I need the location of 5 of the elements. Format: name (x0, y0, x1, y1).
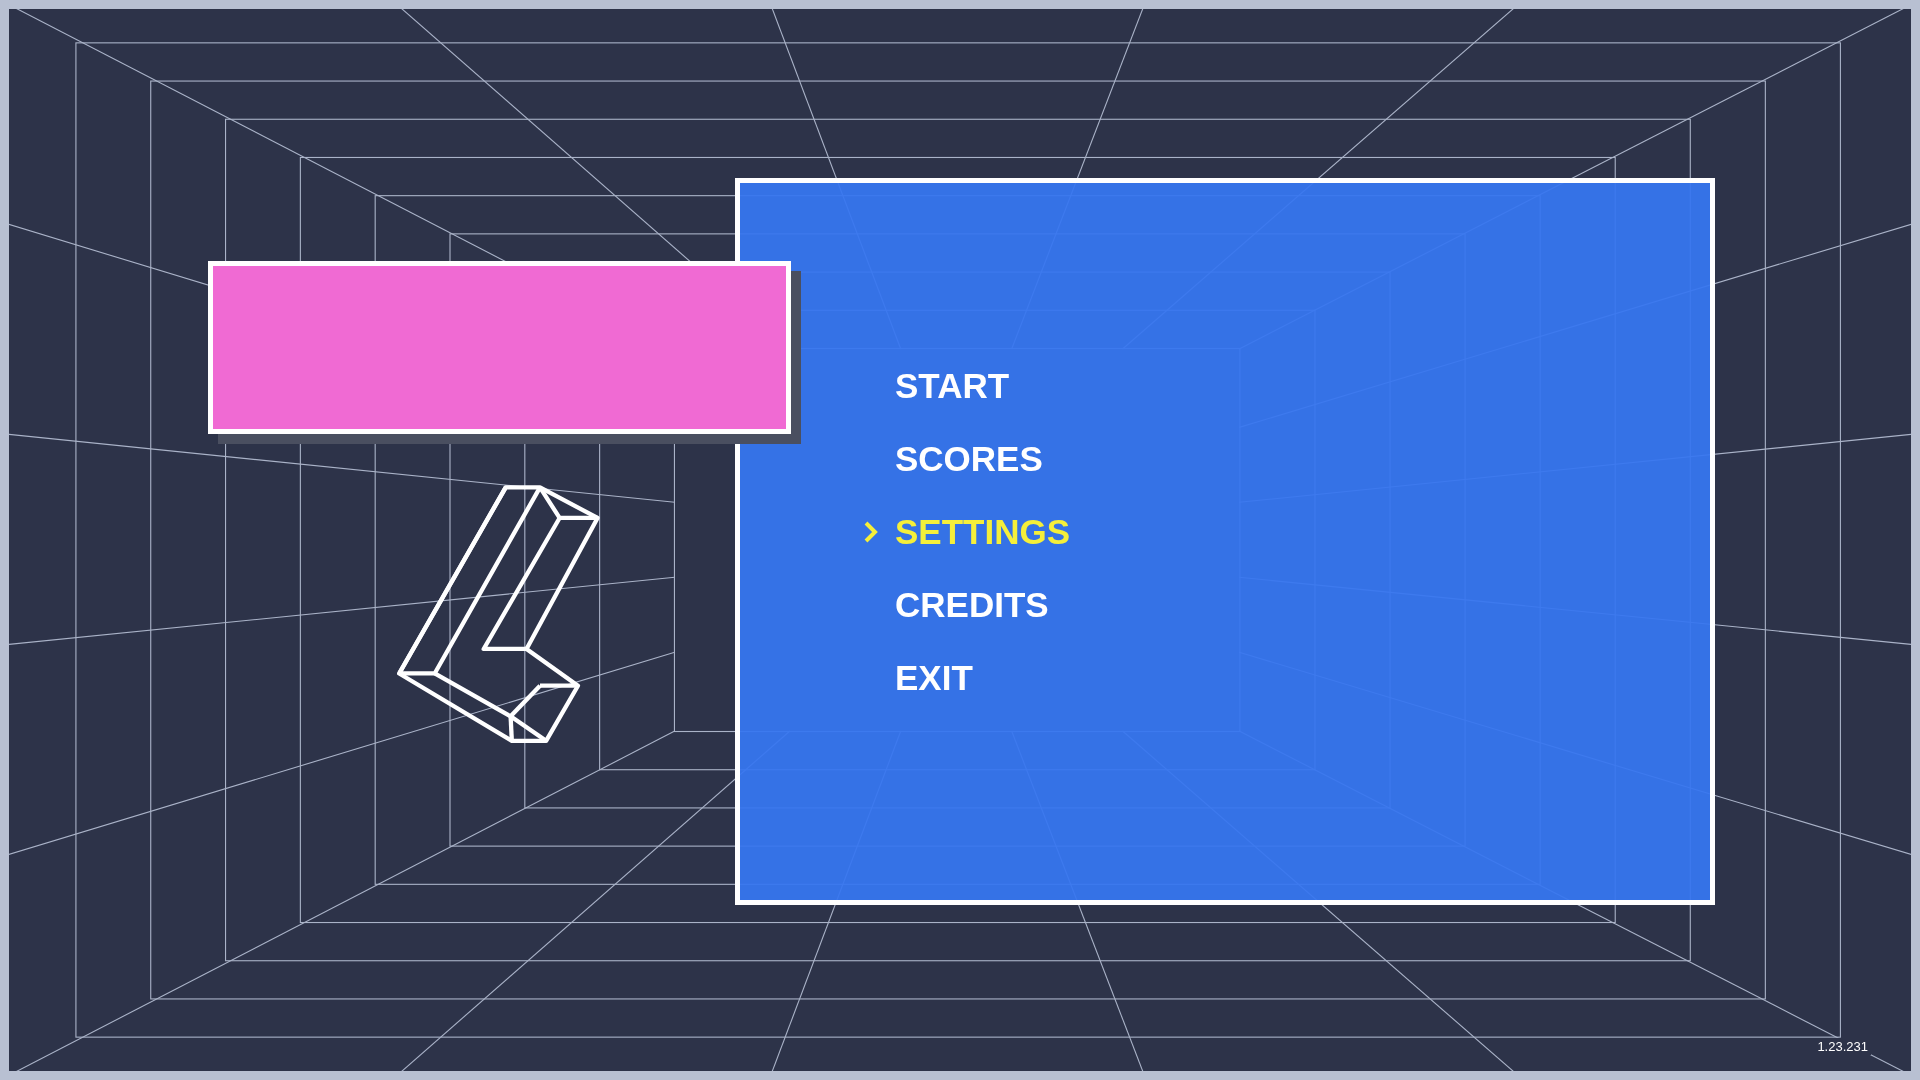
menu-item: EXIT (895, 660, 973, 695)
menu-item: CREDITS (895, 587, 1049, 622)
menu-item: START (895, 368, 1010, 403)
menu-item: SCORES (895, 441, 1043, 476)
menu-item: SETTINGS (895, 514, 1071, 549)
